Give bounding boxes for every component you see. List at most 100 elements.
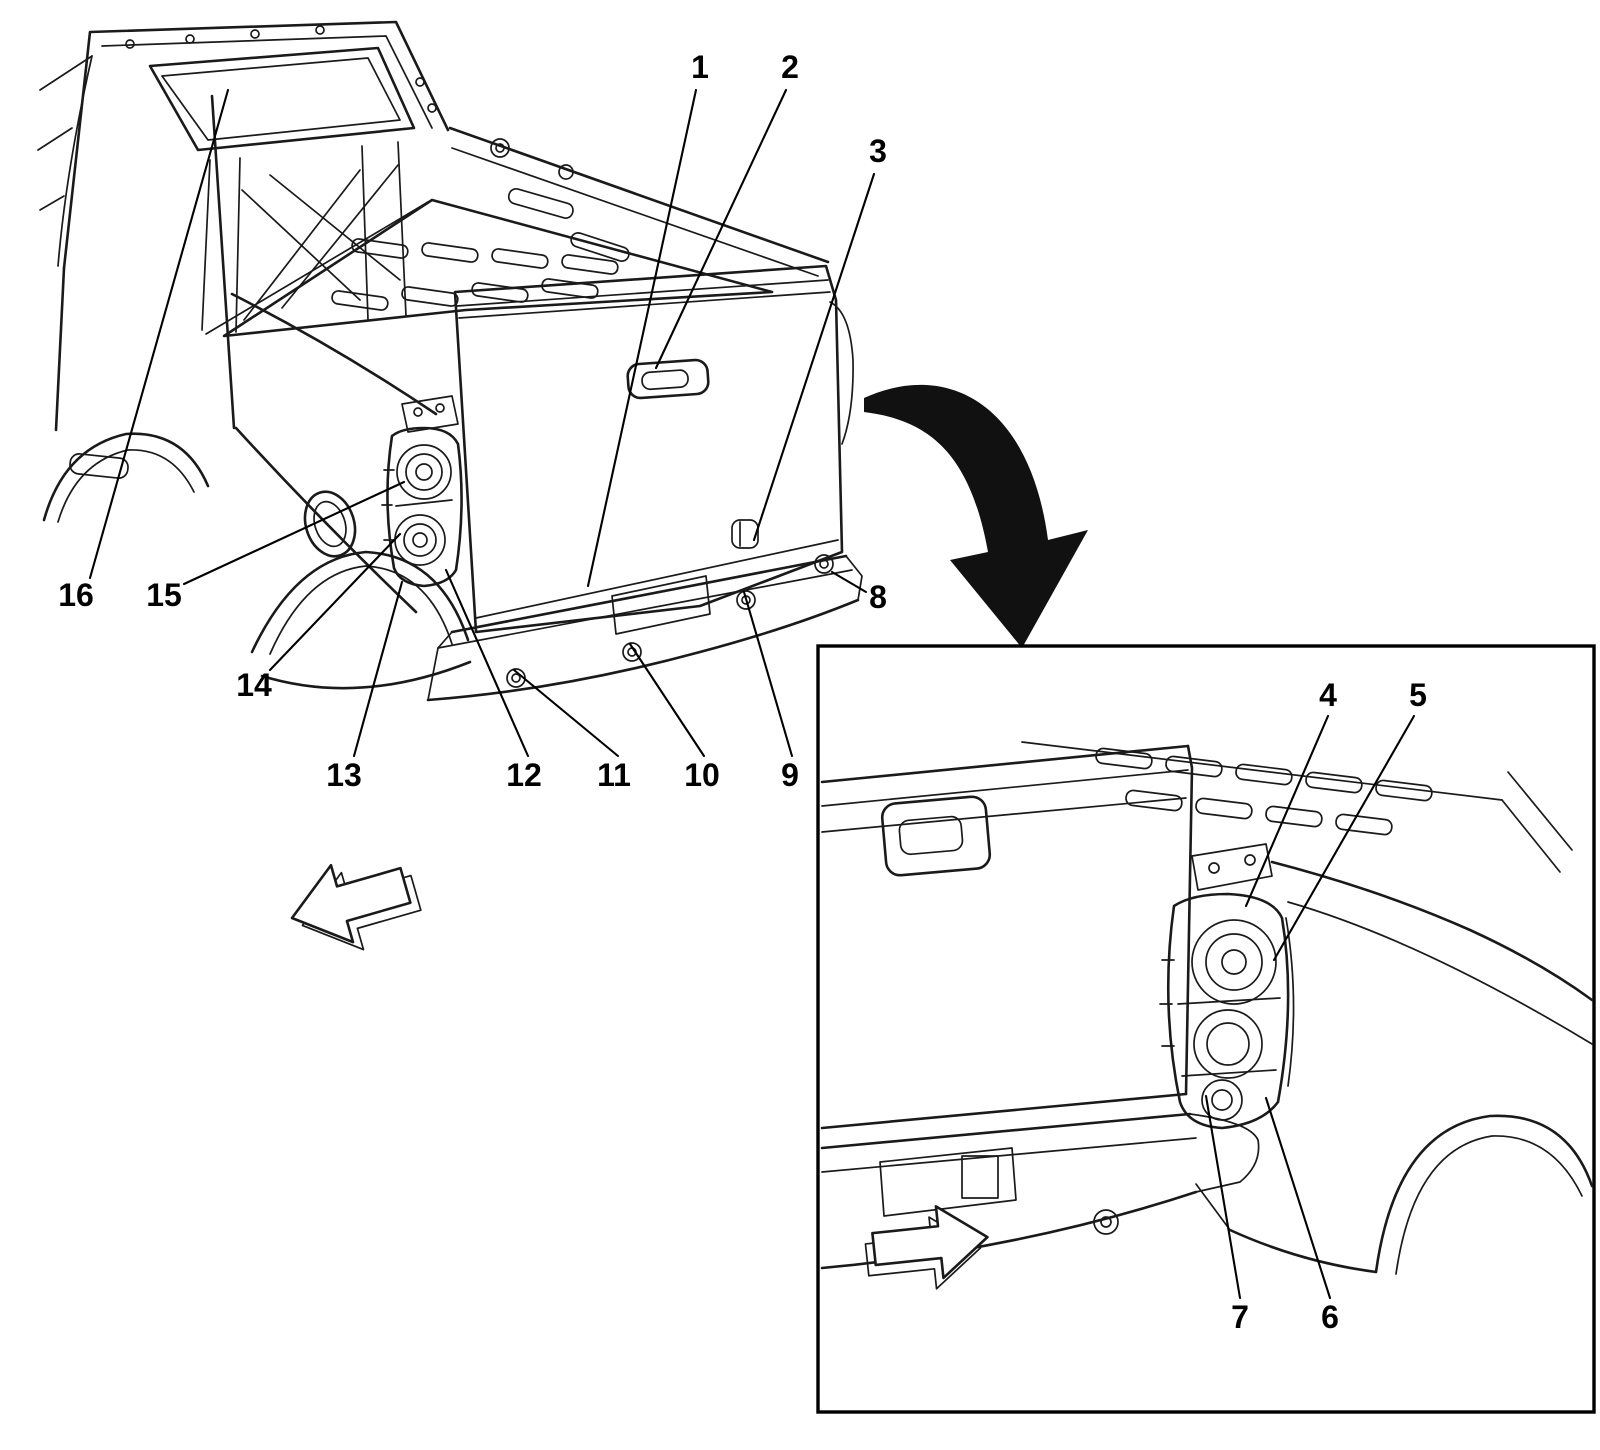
callout-label-9: 9: [781, 757, 799, 793]
callout-13: 13: [326, 580, 404, 793]
callout-9: 9: [742, 590, 799, 793]
callout-label-15: 15: [146, 577, 182, 613]
lamp-bulb-lower: [412, 532, 428, 548]
license-lamp-bezel: [731, 519, 759, 549]
right-rail-inner: [451, 147, 819, 277]
inset-tail-lamp: [1159, 843, 1290, 1130]
bumper-face-line: [437, 569, 853, 649]
inset-beltline: [1270, 860, 1594, 1002]
callout-10: 10: [628, 642, 720, 793]
view-direction-arrow-inset: [864, 1205, 989, 1290]
callout-label-1: 1: [691, 49, 709, 85]
tailgate-top-edge-1: [456, 279, 829, 307]
cargo-bed: [222, 126, 830, 338]
lamp-divider: [395, 499, 453, 507]
inset-arrow-face: [871, 1205, 989, 1280]
tailgate-handle-grip: [641, 369, 689, 391]
inset-tailgate-handle: [880, 795, 992, 877]
callout-8: 8: [830, 570, 887, 615]
callout-label-4: 4: [1319, 677, 1337, 713]
rail-slot: [507, 187, 574, 219]
inset-callouts: 4 5 7 6: [1204, 677, 1427, 1335]
roof-holes: [125, 25, 437, 113]
callout-12: 12: [444, 568, 542, 793]
callout-label-10: 10: [684, 757, 720, 793]
inset-tailgate-top-inner: [821, 769, 1189, 807]
inset-hitch-detail: [961, 1155, 999, 1199]
fuel-filler-oval: [303, 490, 357, 558]
arrow-face: [290, 863, 412, 944]
lamp-bulb-upper: [415, 463, 433, 481]
inset-arrow-depth: [864, 1216, 982, 1290]
bumper-right-end: [845, 555, 863, 601]
bedside-beltline: [230, 292, 438, 416]
inset-bed-floor: [1021, 741, 1573, 873]
callout-label-5: 5: [1409, 677, 1427, 713]
inset-handle-grip: [898, 815, 964, 856]
lamp-lens-upper: [396, 444, 452, 500]
door-handle: [69, 453, 129, 479]
inset-floor-far-edge: [1021, 741, 1503, 801]
bed-floor: [222, 198, 774, 338]
inset-body-bottom: [1228, 1228, 1378, 1274]
callout-6: 6: [1264, 1096, 1339, 1335]
callout-16: 16: [58, 88, 230, 613]
inset-beltline-2: [1287, 901, 1593, 1045]
wall-slot: [570, 232, 630, 262]
front-lower-edge: [54, 266, 66, 432]
callout-1: 1: [586, 49, 709, 588]
fuel-filler-inner: [313, 500, 347, 548]
rear-window-inner: [161, 57, 401, 141]
inset-right-wall-top: [1507, 771, 1573, 851]
callout-label-16: 16: [58, 577, 94, 613]
right-tail-lamp-edge: [829, 301, 854, 445]
bedside-and-wheel-arch: [42, 94, 472, 690]
callout-14: 14: [236, 532, 402, 703]
inset-bumper-top: [820, 1112, 1192, 1150]
callout-4: 4: [1244, 677, 1337, 908]
rail-hole-2: [558, 164, 574, 180]
inset-wheel-arch-inner: [1395, 1135, 1583, 1275]
bracket-bolt-2: [435, 403, 445, 413]
inset-wheel-arch-outer: [1374, 1114, 1594, 1274]
callout-3: 3: [752, 133, 887, 542]
callout-7: 7: [1204, 1094, 1249, 1335]
inset-lens-middle: [1193, 1009, 1263, 1079]
inset-tailgate: [820, 744, 1194, 1130]
right-rail-outer: [448, 126, 830, 264]
arrow-depth-outline: [301, 871, 422, 951]
rear-window-outer: [148, 46, 416, 152]
cab-rear-bracing: [201, 141, 429, 335]
inset-lens-top: [1191, 919, 1277, 1005]
park-assist-sensors: [506, 554, 834, 688]
cab-roof-inner-edge: [101, 35, 433, 129]
callout-label-7: 7: [1231, 1299, 1249, 1335]
inset-bumper-end-cap: [1189, 1113, 1260, 1193]
cab: [37, 20, 450, 335]
inset-right-wall-edge: [1501, 799, 1561, 873]
lamp-lens-upper-ring: [405, 453, 443, 491]
callout-label-6: 6: [1321, 1299, 1339, 1335]
rocker-bottom: [260, 660, 472, 690]
callout-label-11: 11: [597, 757, 631, 793]
tailgate: [453, 264, 854, 634]
callout-15: 15: [146, 480, 406, 613]
bumper-top-edge: [450, 554, 848, 634]
inset-bedside: [1195, 860, 1594, 1275]
rotate-view-arrow: [864, 384, 1088, 648]
rear-wheel-arch-outer: [250, 550, 470, 654]
rail-hole-inner: [495, 143, 505, 153]
inset-bumper-face-line: [821, 1137, 1197, 1173]
front-wheel-arch-outer: [42, 432, 210, 522]
callout-label-8: 8: [869, 579, 887, 615]
license-recess: [611, 575, 711, 635]
callout-label-3: 3: [869, 133, 887, 169]
inset-step-recess: [879, 1147, 1017, 1217]
callout-2: 2: [654, 49, 799, 370]
inset-rocker: [1195, 1183, 1231, 1231]
bumper-left-end: [427, 631, 453, 701]
tailgate-panel: [453, 264, 844, 634]
cab-roof-outline: [62, 20, 450, 270]
